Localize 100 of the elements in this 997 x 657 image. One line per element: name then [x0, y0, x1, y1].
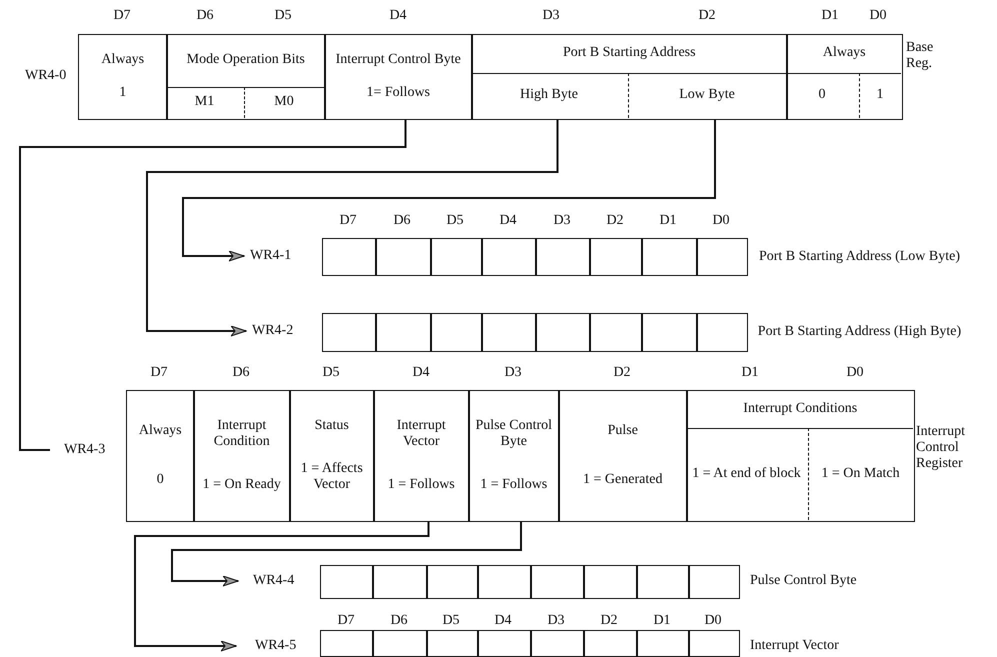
bit-label: D2 [599, 613, 619, 630]
bit-field [583, 565, 638, 598]
field-label: 1 = Affects Vector [300, 461, 364, 494]
bit-field [535, 313, 590, 352]
register-name: WR4-5 [255, 638, 296, 654]
arrow [182, 119, 716, 262]
bit-field [858, 72, 900, 118]
register-field [193, 390, 290, 522]
register-field [166, 34, 326, 120]
bit-label: D4 [411, 365, 431, 382]
bit-field [641, 238, 698, 276]
field-label: 0 [156, 472, 165, 488]
field-label: 1 = Follows [386, 477, 456, 494]
field-label: Always [100, 52, 146, 68]
field-label: Interrupt Vector [396, 418, 447, 450]
field-label: 1 [876, 87, 884, 104]
bit-label: D5 [441, 613, 461, 630]
bit-field [481, 238, 536, 276]
register-name: WR4-1 [250, 248, 292, 264]
register-name: WR4-3 [64, 442, 106, 458]
register-description: Port B Starting Address (Low Byte) [758, 248, 962, 266]
field-label: 1 = On Match [820, 466, 901, 482]
bit-field [375, 313, 432, 352]
bit-field [696, 313, 748, 352]
bit-label: D3 [546, 613, 566, 630]
field-label: Interrupt Condition [212, 418, 271, 450]
field-label: 1 = At end of block [691, 466, 802, 482]
field-label: Interrupt Control Byte [334, 52, 462, 68]
bit-label: D5 [273, 8, 293, 24]
register-name: WR4-4 [253, 573, 294, 590]
bit-label: D3 [541, 8, 561, 24]
bit-label: D0 [868, 8, 888, 24]
field-label: Interrupt Conditions [742, 400, 858, 418]
register-field [373, 390, 470, 522]
bit-field [372, 565, 428, 598]
bit-label: D1 [658, 213, 678, 230]
field-label: 1 = On Ready [202, 477, 282, 494]
bit-field [320, 565, 374, 598]
bit-field [426, 565, 478, 598]
field-label: Always [138, 423, 183, 440]
bit-field [322, 313, 376, 352]
field-label: Always [822, 45, 867, 62]
bit-field [628, 72, 786, 118]
bit-field [688, 565, 740, 598]
bit-field [535, 238, 590, 276]
bit-label: D2 [697, 8, 717, 24]
bit-label: D3 [503, 365, 523, 382]
register-name: WR4-2 [252, 323, 294, 340]
bit-field [688, 630, 740, 656]
bit-field [589, 313, 642, 352]
arrow [146, 119, 558, 336]
bit-field [430, 313, 482, 352]
field-label: Pulse [606, 423, 639, 440]
arrow [171, 521, 522, 586]
bit-field [477, 630, 532, 656]
bit-label: D3 [552, 213, 572, 230]
register-description: Pulse Control Byte [750, 572, 858, 590]
bit-label: D6 [389, 613, 409, 630]
register-field [78, 34, 168, 120]
register-field [289, 390, 374, 522]
bit-field [426, 630, 478, 656]
bit-label: D4 [498, 213, 518, 230]
connector-line [19, 119, 406, 451]
bit-label: D0 [845, 365, 865, 382]
bit-label: D4 [388, 8, 408, 24]
field-label: Mode Operation Bits [186, 52, 306, 69]
bit-field [481, 313, 536, 352]
bit-label: D2 [612, 365, 632, 382]
register-field [558, 390, 688, 522]
bit-field [477, 565, 532, 598]
bit-label: D1 [740, 365, 760, 382]
register-description: Port B Starting Address (High Byte) [756, 324, 962, 340]
register-field [786, 34, 902, 120]
bit-label: D5 [321, 365, 341, 382]
field-label: 1 [118, 85, 128, 102]
bit-label: D1 [652, 613, 672, 630]
bit-label: D2 [605, 213, 625, 230]
register-field [468, 390, 560, 522]
register-description: Interrupt Control Register [916, 424, 966, 472]
bit-field [696, 238, 748, 276]
bit-label: D7 [149, 365, 169, 382]
bit-label: D7 [338, 213, 358, 230]
register-name: WR4-0 [25, 68, 66, 84]
bit-field [636, 565, 690, 598]
bit-label: D6 [392, 213, 412, 230]
bit-label: D7 [336, 613, 356, 630]
bit-label: D4 [493, 613, 513, 630]
bit-label: D6 [195, 8, 215, 24]
bit-field [641, 313, 698, 352]
register-description: Interrupt Vector [750, 638, 840, 654]
register-field [126, 390, 194, 522]
bit-field [322, 238, 376, 276]
field-label: 1 = Generated [582, 472, 664, 488]
bit-label: D7 [112, 8, 132, 24]
field-label: Status [314, 418, 350, 434]
bit-field [589, 238, 642, 276]
bit-field [636, 630, 690, 656]
bit-label: D0 [711, 213, 731, 230]
bit-field [583, 630, 638, 656]
field-label: Port B Starting Address [562, 45, 697, 62]
